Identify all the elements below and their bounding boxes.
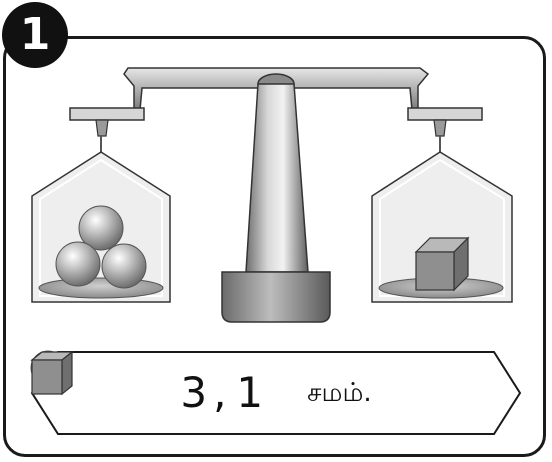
- left-hanger: [69, 107, 145, 152]
- left-pan-balls: [55, 205, 147, 289]
- separator: ,: [213, 368, 227, 417]
- scale-column: [245, 73, 309, 273]
- ball-icon: [55, 241, 101, 287]
- ball-icon: [101, 243, 147, 289]
- ball-icon: [78, 205, 124, 251]
- question-number-badge: 1: [2, 2, 68, 68]
- scale-beam: [123, 67, 430, 111]
- scale-base: [221, 271, 331, 323]
- cube-icon: [30, 350, 74, 396]
- cube-count: 1: [236, 368, 264, 417]
- equal-word: சமம்.: [307, 378, 372, 408]
- question-number: 1: [19, 9, 51, 60]
- cube-icon: [414, 236, 470, 292]
- ball-count: 3: [180, 368, 208, 417]
- statement-box: 3 , 1 சமம்.: [28, 348, 524, 438]
- right-hanger: [407, 107, 483, 152]
